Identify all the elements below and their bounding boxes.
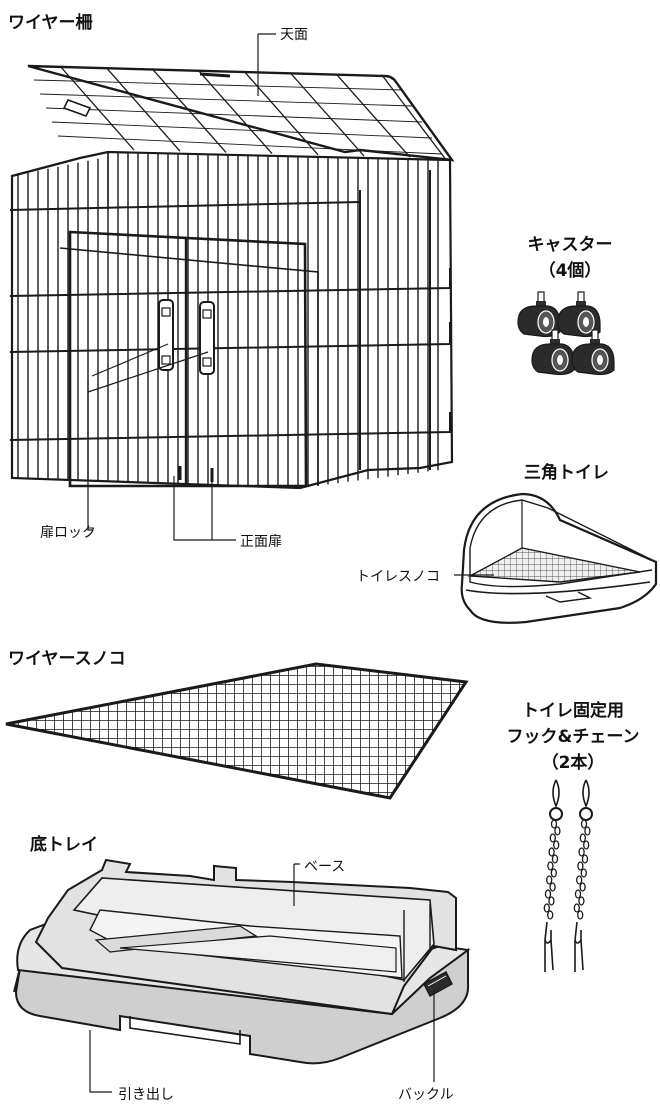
cage-body-illustration [9,150,454,490]
cage-leader-lines [87,33,276,541]
casters-count-label: （4個） [538,261,602,281]
wire-grate-illustration [5,662,469,800]
triangle-toilet-label: 三角トイレ [524,463,609,483]
wire-cage-illustration [9,64,455,490]
front-door-label: 正面扉 [240,534,282,550]
hook-chain-label-line2: フック&チェーン [506,727,640,747]
hook-chain-label-line1: トイレ固定用 [522,701,624,721]
triangle-toilet-illustration [454,492,658,624]
toilet-grate-label: トイレスノコ [356,569,440,585]
top-panel-illustration [27,64,455,162]
door-lock-label: 扉ロック [40,525,96,541]
wire-grate-label: ワイヤースノコ [8,649,126,669]
hook-chain-count-label: （2本） [541,753,605,773]
casters-illustration [517,291,615,376]
bottom-tray-label: 底トレイ [30,835,98,855]
casters-label: キャスター [527,235,613,255]
top-panel-label: 天面 [280,27,308,43]
hook-chain-illustration [543,779,593,972]
buckle-label: バックル [398,1087,454,1103]
bottom-tray-illustration [13,858,471,1065]
base-label: ベース [304,859,346,875]
drawer-label: 引き出し [118,1087,174,1103]
wire-cage-label: ワイヤー柵 [8,13,93,33]
tray-leader-lines [89,863,435,1093]
